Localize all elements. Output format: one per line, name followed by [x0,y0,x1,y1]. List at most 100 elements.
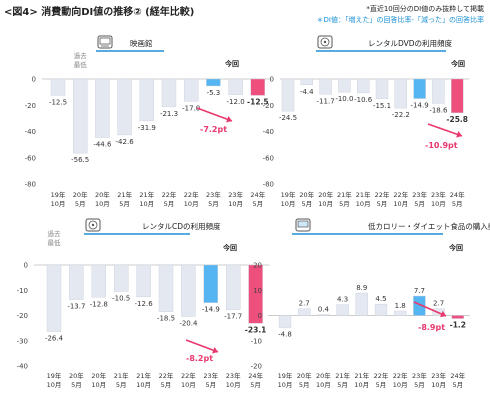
chart-panel: レンタルDVDの利用頻度0-20-40-60-80-24.519年10月-4.4… [263,35,470,208]
x-tick-label: 5月 [161,381,172,389]
bar [394,78,407,109]
data-label: -18.5 [157,315,175,323]
chart-panel: 映画館0-20-40-60-80-12.519年10月-56.520年5月-44… [25,35,272,208]
x-tick-label: 5月 [414,381,425,389]
bar [117,78,132,136]
y-tick-label: -10 [251,337,262,345]
bar [183,78,199,102]
x-tick-label: 10月 [393,381,408,389]
bar [374,303,388,316]
arrow-head [226,115,232,123]
x-tick-label: 5月 [205,381,216,389]
bar [248,264,263,324]
data-label: -1.2 [450,321,466,330]
data-label: -12.5 [49,98,67,106]
change-arrow [196,107,233,122]
x-tick-label: 20年 [73,190,88,199]
x-tick-label: 24年 [450,371,465,380]
x-tick-label: 5月 [299,381,310,389]
x-tick-label: 21年 [337,190,352,199]
data-label: -13.7 [67,303,85,311]
current-label: 今回 [224,59,239,68]
data-label: -14.9 [411,102,429,110]
x-tick-label: 22年 [374,371,389,380]
x-tick-label: 10月 [184,200,199,208]
x-tick-label: 22年 [162,190,177,199]
dvd-icon [317,35,333,49]
past-low-label: 最低 [74,60,88,69]
bar [50,78,66,96]
data-label: 2.7 [299,300,310,308]
data-label: -15.1 [373,102,391,110]
data-label: -17.0 [182,104,200,112]
arrow-head [440,310,446,318]
change-label: -8.2pt [186,354,213,363]
x-tick-label: 21年 [356,190,371,199]
bar [225,264,241,310]
x-tick-label: 20年 [91,371,106,380]
data-label: 4.5 [375,295,386,303]
y-tick-label: 0 [32,76,36,84]
data-label: 1.8 [395,302,406,310]
bar [228,78,243,95]
data-label: 4.3 [337,296,348,304]
bar [113,264,129,292]
x-tick-label: 10月 [356,200,371,208]
x-tick-label: 20年 [297,371,312,380]
x-tick-label: 5月 [71,381,82,389]
x-tick-label: 21年 [117,190,132,199]
past-low-label: 最低 [48,238,62,247]
bar [300,78,313,85]
x-tick-label: 22年 [181,371,196,380]
bar [181,264,196,317]
data-label: -31.9 [138,124,156,132]
bar [278,315,292,328]
bar [203,264,219,303]
y-tick-label: -40 [25,128,36,136]
x-tick-label: 10月 [281,200,296,208]
x-tick-label: 21年 [114,371,129,380]
bar [375,78,389,100]
x-tick-label: 5月 [119,200,130,208]
chart-title: レンタルDVDの利用頻度 [368,38,453,48]
x-tick-label: 5月 [301,200,312,208]
x-tick-label: 5月 [414,200,425,208]
change-arrow [185,339,219,353]
chart-title: 低カロリー・ダイエット食品の購入頻度 [368,221,490,231]
y-tick-label: -20 [263,102,274,110]
y-tick-label: -80 [263,181,274,189]
laptop-icon [295,218,311,232]
x-tick-label: 5月 [250,381,261,389]
movie-theater-icon [97,35,113,49]
x-tick-label: 10月 [226,381,241,389]
x-tick-label: 19年 [281,190,296,199]
change-label: -10.9pt [425,141,458,150]
bar [338,78,351,93]
x-tick-label: 19年 [47,371,62,380]
x-tick-label: 23年 [431,190,446,199]
chart-title: レンタルCDの利用頻度 [142,221,221,231]
bar [394,310,407,316]
x-tick-label: 5月 [252,200,263,208]
data-label: -25.8 [446,115,468,124]
x-tick-label: 22年 [375,190,390,199]
data-label: -5.3 [207,89,221,97]
bar [451,315,464,319]
bar [281,78,295,112]
x-tick-label: 5月 [452,381,463,389]
x-tick-label: 22年 [393,190,408,199]
y-tick-label: -10 [17,287,28,295]
x-tick-label: 10月 [136,381,151,389]
arrow-head [212,346,218,354]
x-tick-label: 10月 [316,381,331,389]
x-tick-label: 5月 [452,200,463,208]
data-label: -12.0 [227,98,245,106]
y-tick-label: -60 [263,154,274,162]
x-tick-label: 5月 [377,200,388,208]
x-tick-label: 5月 [208,200,219,208]
data-label: -23.1 [245,325,267,334]
data-label: -12.8 [90,300,108,308]
x-tick-label: 10月 [354,381,369,389]
data-label: -10.0 [335,95,353,103]
